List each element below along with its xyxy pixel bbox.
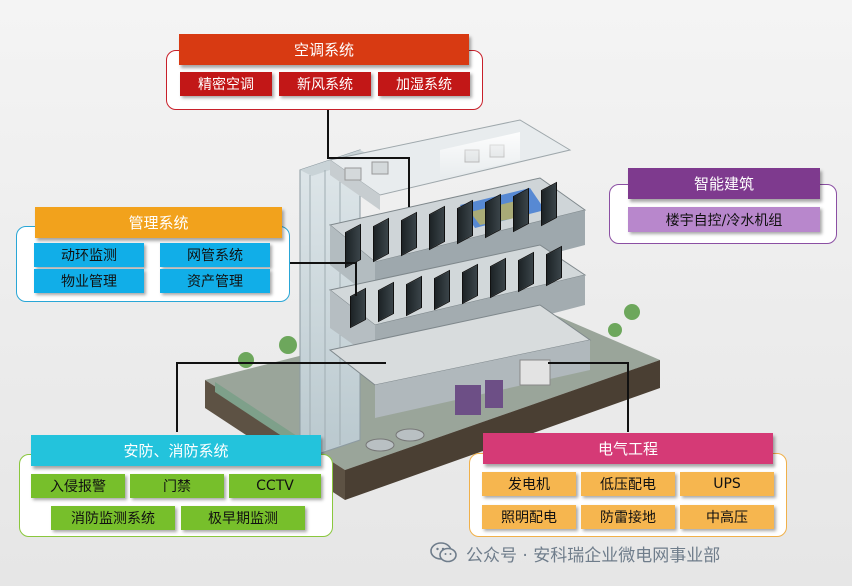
- ac-connector-line-down: [408, 157, 410, 207]
- mgmt-item-network: 网管系统: [160, 243, 270, 267]
- electric-connector-line-horizontal: [548, 362, 629, 364]
- electric-connector-line: [627, 362, 629, 432]
- watermark: 公众号 · 安科瑞企业微电网事业部: [430, 538, 840, 568]
- mgmt-connector-line-down: [355, 262, 357, 296]
- electric-item-lv-distribution: 低压配电: [581, 472, 675, 496]
- mgmt-item-asset: 资产管理: [160, 269, 270, 293]
- ac-system-title: 空调系统: [179, 34, 469, 65]
- watermark-text: 公众号 · 安科瑞企业微电网事业部: [466, 545, 721, 566]
- security-item-access-control: 门禁: [130, 474, 224, 498]
- electric-item-lighting: 照明配电: [482, 505, 576, 529]
- security-connector-line-horizontal: [176, 362, 386, 364]
- mgmt-item-property: 物业管理: [34, 269, 144, 293]
- security-item-early-detection: 极早期监测: [181, 506, 305, 530]
- security-fire-title: 安防、消防系统: [31, 435, 321, 466]
- electric-item-mv-hv: 中高压: [680, 505, 774, 529]
- mgmt-item-env-monitor: 动环监测: [34, 243, 144, 267]
- ac-connector-line: [327, 110, 329, 158]
- ac-item-fresh-air: 新风系统: [279, 72, 371, 96]
- security-item-cctv: CCTV: [229, 474, 321, 498]
- smart-building-title: 智能建筑: [628, 168, 820, 199]
- wechat-icon: [430, 542, 457, 563]
- electric-item-ups: UPS: [680, 472, 774, 496]
- electric-item-generator: 发电机: [482, 472, 576, 496]
- management-title: 管理系统: [35, 207, 282, 238]
- electric-item-lightning-grounding: 防雷接地: [581, 505, 675, 529]
- ac-item-precision-ac: 精密空调: [180, 72, 272, 96]
- security-item-intrusion: 入侵报警: [31, 474, 125, 498]
- electrical-title: 电气工程: [483, 433, 773, 464]
- ac-item-humidifier: 加湿系统: [378, 72, 470, 96]
- mgmt-connector-line: [287, 262, 357, 264]
- security-item-fire-monitor: 消防监测系统: [51, 506, 175, 530]
- ac-connector-line-horizontal: [327, 157, 410, 159]
- security-connector-line: [176, 362, 178, 432]
- smart-item-bas-chiller: 楼宇自控/冷水机组: [628, 207, 820, 232]
